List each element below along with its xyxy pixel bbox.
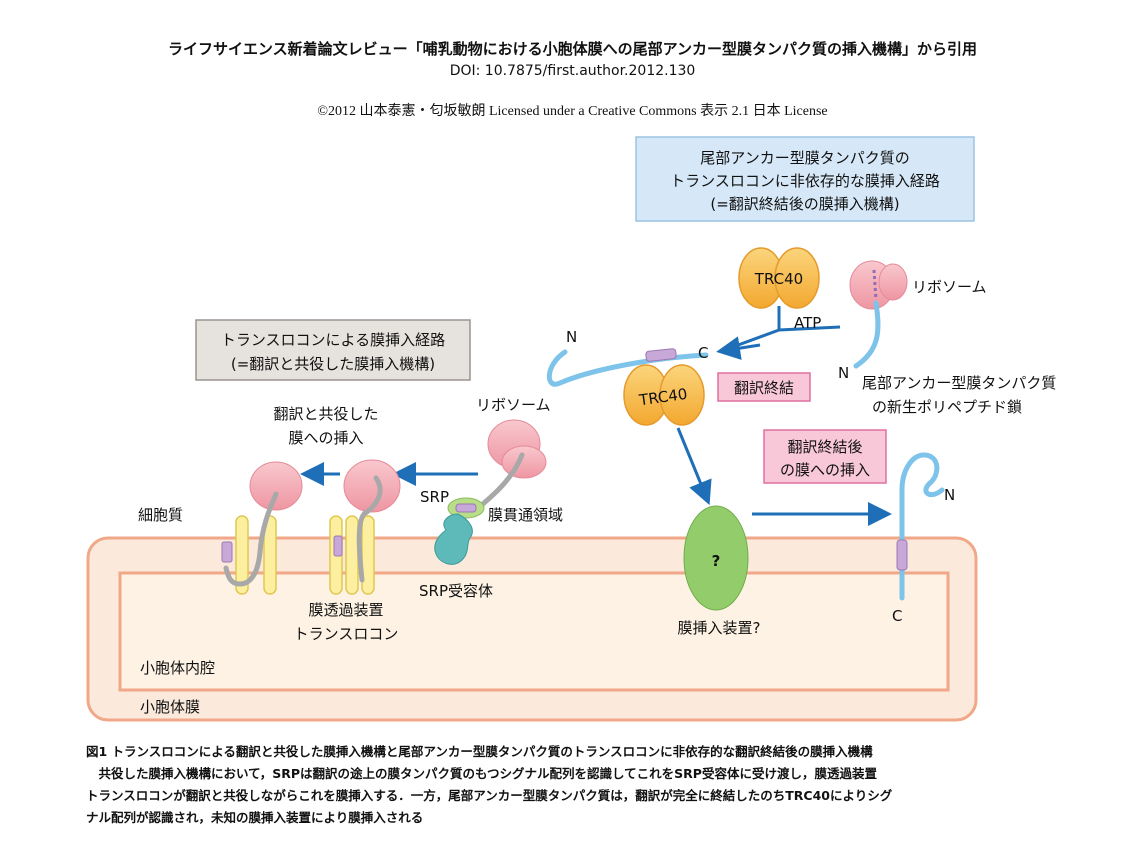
er-lumen xyxy=(118,571,950,692)
cytoplasm-label: 細胞質 xyxy=(138,506,183,524)
arrow-to-insertase xyxy=(676,427,712,506)
caption-line-3: トランスロコンが翻訳と共役しながらこれを膜挿入する．一方，尾部アンカー型膜タンパ… xyxy=(86,788,893,803)
caption-line-4: ナル配列が認識され，未知の膜挿入装置により膜挿入される xyxy=(86,810,424,825)
ta-chain-line1: 尾部アンカー型膜タンパク質 xyxy=(862,374,1056,392)
box-posttranslational-line3: (=翻訳終結後の膜挿入機構) xyxy=(710,195,899,213)
caption-line-1: 図1 トランスロコンによる翻訳と共役した膜挿入機構と尾部アンカー型膜タンパク質の… xyxy=(86,744,873,759)
header-title: ライフサイエンス新着論文レビュー「哺乳動物における小胞体膜への尾部アンカー型膜タ… xyxy=(168,40,977,58)
n-label-inserted: N xyxy=(944,486,955,504)
inserted-ta-chain xyxy=(899,452,945,601)
c-label-inserted: C xyxy=(892,607,902,625)
translocon-left xyxy=(221,461,303,595)
caption-line-2: 共役した膜挿入機構において，SRPは翻訳の途上の膜タンパク質のもつシグナル配列を… xyxy=(86,766,877,781)
ta-protein-tm xyxy=(645,348,677,362)
srp-receptor xyxy=(434,513,473,565)
box-post-insertion-line2: の膜への挿入 xyxy=(780,461,870,479)
n-label-ta: N xyxy=(566,328,577,346)
cotrans-insert-line2: 膜への挿入 xyxy=(288,429,363,447)
atp-label: ATP xyxy=(794,314,821,332)
header-license: ©2012 山本泰憲・匂坂敏朗 Licensed under a Creativ… xyxy=(317,104,828,119)
box-cotranslational xyxy=(195,319,471,381)
srp-signal-tm xyxy=(455,503,477,513)
ribosome-top-right xyxy=(849,260,908,310)
trc40-label-top: TRC40 xyxy=(754,270,803,288)
n-label-nascent: N xyxy=(838,364,849,382)
box-post-insertion-line1: 翻訳終結後 xyxy=(787,438,862,456)
trc40-dimer-middle: TRC40 xyxy=(623,364,705,426)
header-doi: DOI: 10.7875/first.author.2012.130 xyxy=(449,63,696,79)
box-translation-end-label: 翻訳終結 xyxy=(734,379,794,397)
nascent-chain-top xyxy=(853,300,881,369)
translocon-label-line1: 膜透過装置 xyxy=(308,601,383,619)
tm-domain-label: 膜貫通領域 xyxy=(488,506,563,524)
nascent-chain-srp xyxy=(475,452,525,511)
er-membrane-label: 小胞体膜 xyxy=(140,698,200,716)
translocon-label-line2: トランスロコン xyxy=(294,625,399,643)
ribosome-label-left: リボソーム xyxy=(476,396,551,414)
srp-receptor-label: SRP受容体 xyxy=(419,582,493,600)
insertase-complex xyxy=(683,505,749,611)
box-posttranslational-line1: 尾部アンカー型膜タンパク質の xyxy=(700,149,909,167)
box-cotranslational-line2: (=翻訳と共役した膜挿入機構) xyxy=(231,355,435,373)
er-lumen-label: 小胞体内腔 xyxy=(140,659,215,677)
trc40-dimer-top: TRC40 xyxy=(738,247,820,309)
ta-chain-line2: の新生ポリペプチド鎖 xyxy=(872,398,1022,416)
insertase-question: ? xyxy=(712,552,721,570)
ribosome-label-top: リボソーム xyxy=(912,278,987,296)
insertase-label: 膜挿入装置? xyxy=(678,619,761,637)
box-translation-end xyxy=(717,372,811,402)
ribosome-srp-bound xyxy=(487,419,547,479)
cotrans-insert-line1: 翻訳と共役した xyxy=(273,405,378,423)
inserted-ta-tm xyxy=(896,539,908,571)
box-post-insertion xyxy=(763,429,887,484)
box-cotranslational-line1: トランスロコンによる膜挿入経路 xyxy=(221,331,445,349)
c-label-ta: C xyxy=(698,344,708,362)
srp-label: SRP xyxy=(420,488,449,506)
box-posttranslational-line2: トランスロコンに非依存的な膜挿入経路 xyxy=(670,172,940,190)
box-posttranslational xyxy=(635,136,975,222)
translocon-right xyxy=(329,459,401,595)
